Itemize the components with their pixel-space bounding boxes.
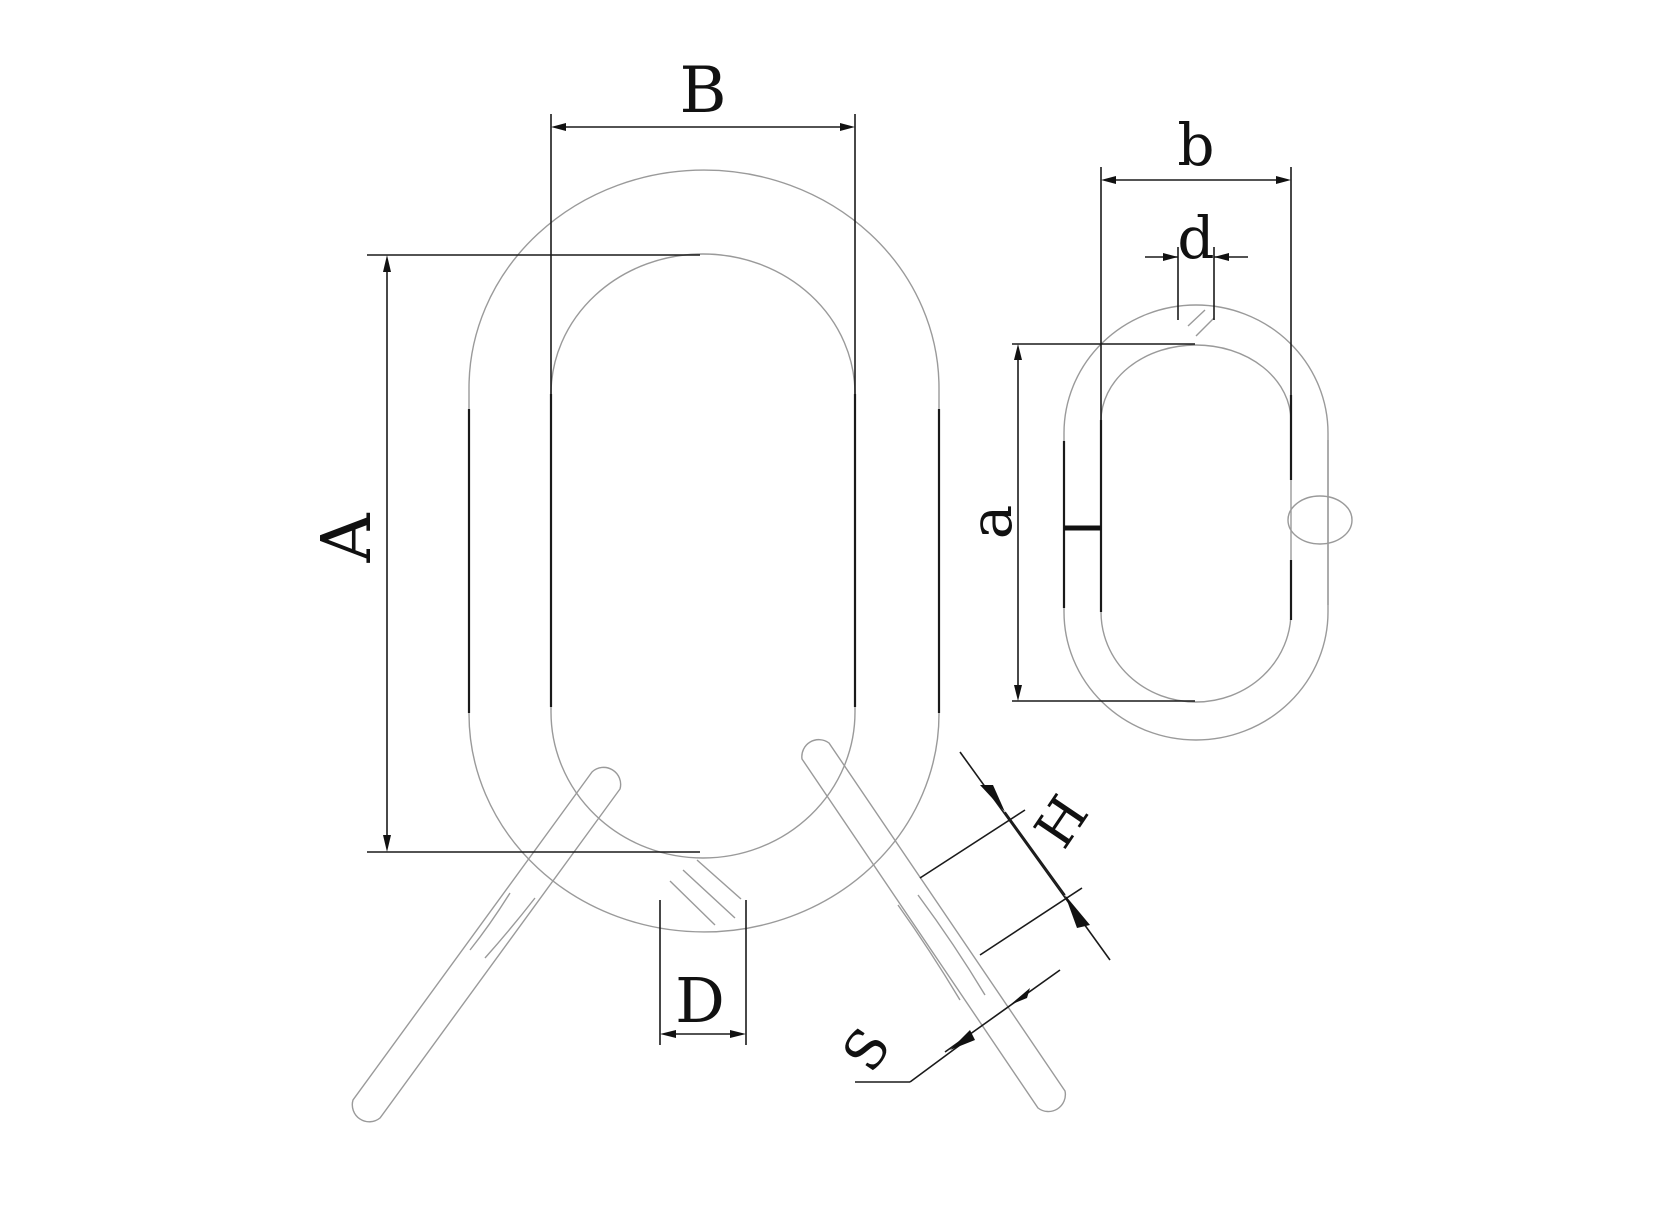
left-leg-bulge [484,897,536,959]
master-link [467,169,941,933]
link-hatch [1195,317,1215,337]
left-leg [351,766,622,1123]
right-leg-bulge [897,904,961,1001]
master-link-outer [468,169,940,933]
connecting-link-outer [1063,304,1329,741]
right-leg-outline [801,738,1067,1113]
link-joint-boss [1287,495,1353,545]
master-link-inner [550,253,856,859]
connecting-link [1062,304,1353,741]
dimension-B [550,114,856,395]
left-leg-bulge [469,892,511,951]
section-hatch [669,880,716,926]
left-leg-outline [351,766,622,1123]
label-H: H [1022,785,1101,859]
dimension-b [1100,167,1292,420]
label-S: S [830,1017,903,1083]
right-leg-bulge [917,894,986,996]
label-B: B [679,54,726,128]
section-hatch [682,869,736,919]
dimension-d [1145,247,1248,320]
label-a: a [957,505,1025,540]
dimension-H [919,751,1111,961]
label-d: d [1177,204,1214,272]
label-A: A [308,513,387,564]
connecting-link-inner [1100,344,1292,703]
dimension-S [855,969,1061,1083]
right-leg [801,738,1067,1113]
link-hatch [1187,309,1206,327]
section-hatch [696,859,742,900]
dimension-a [1012,343,1195,702]
dimension-D [659,900,747,1045]
dimension-A [367,254,700,853]
label-b: b [1177,111,1214,179]
label-D: D [675,964,725,1037]
